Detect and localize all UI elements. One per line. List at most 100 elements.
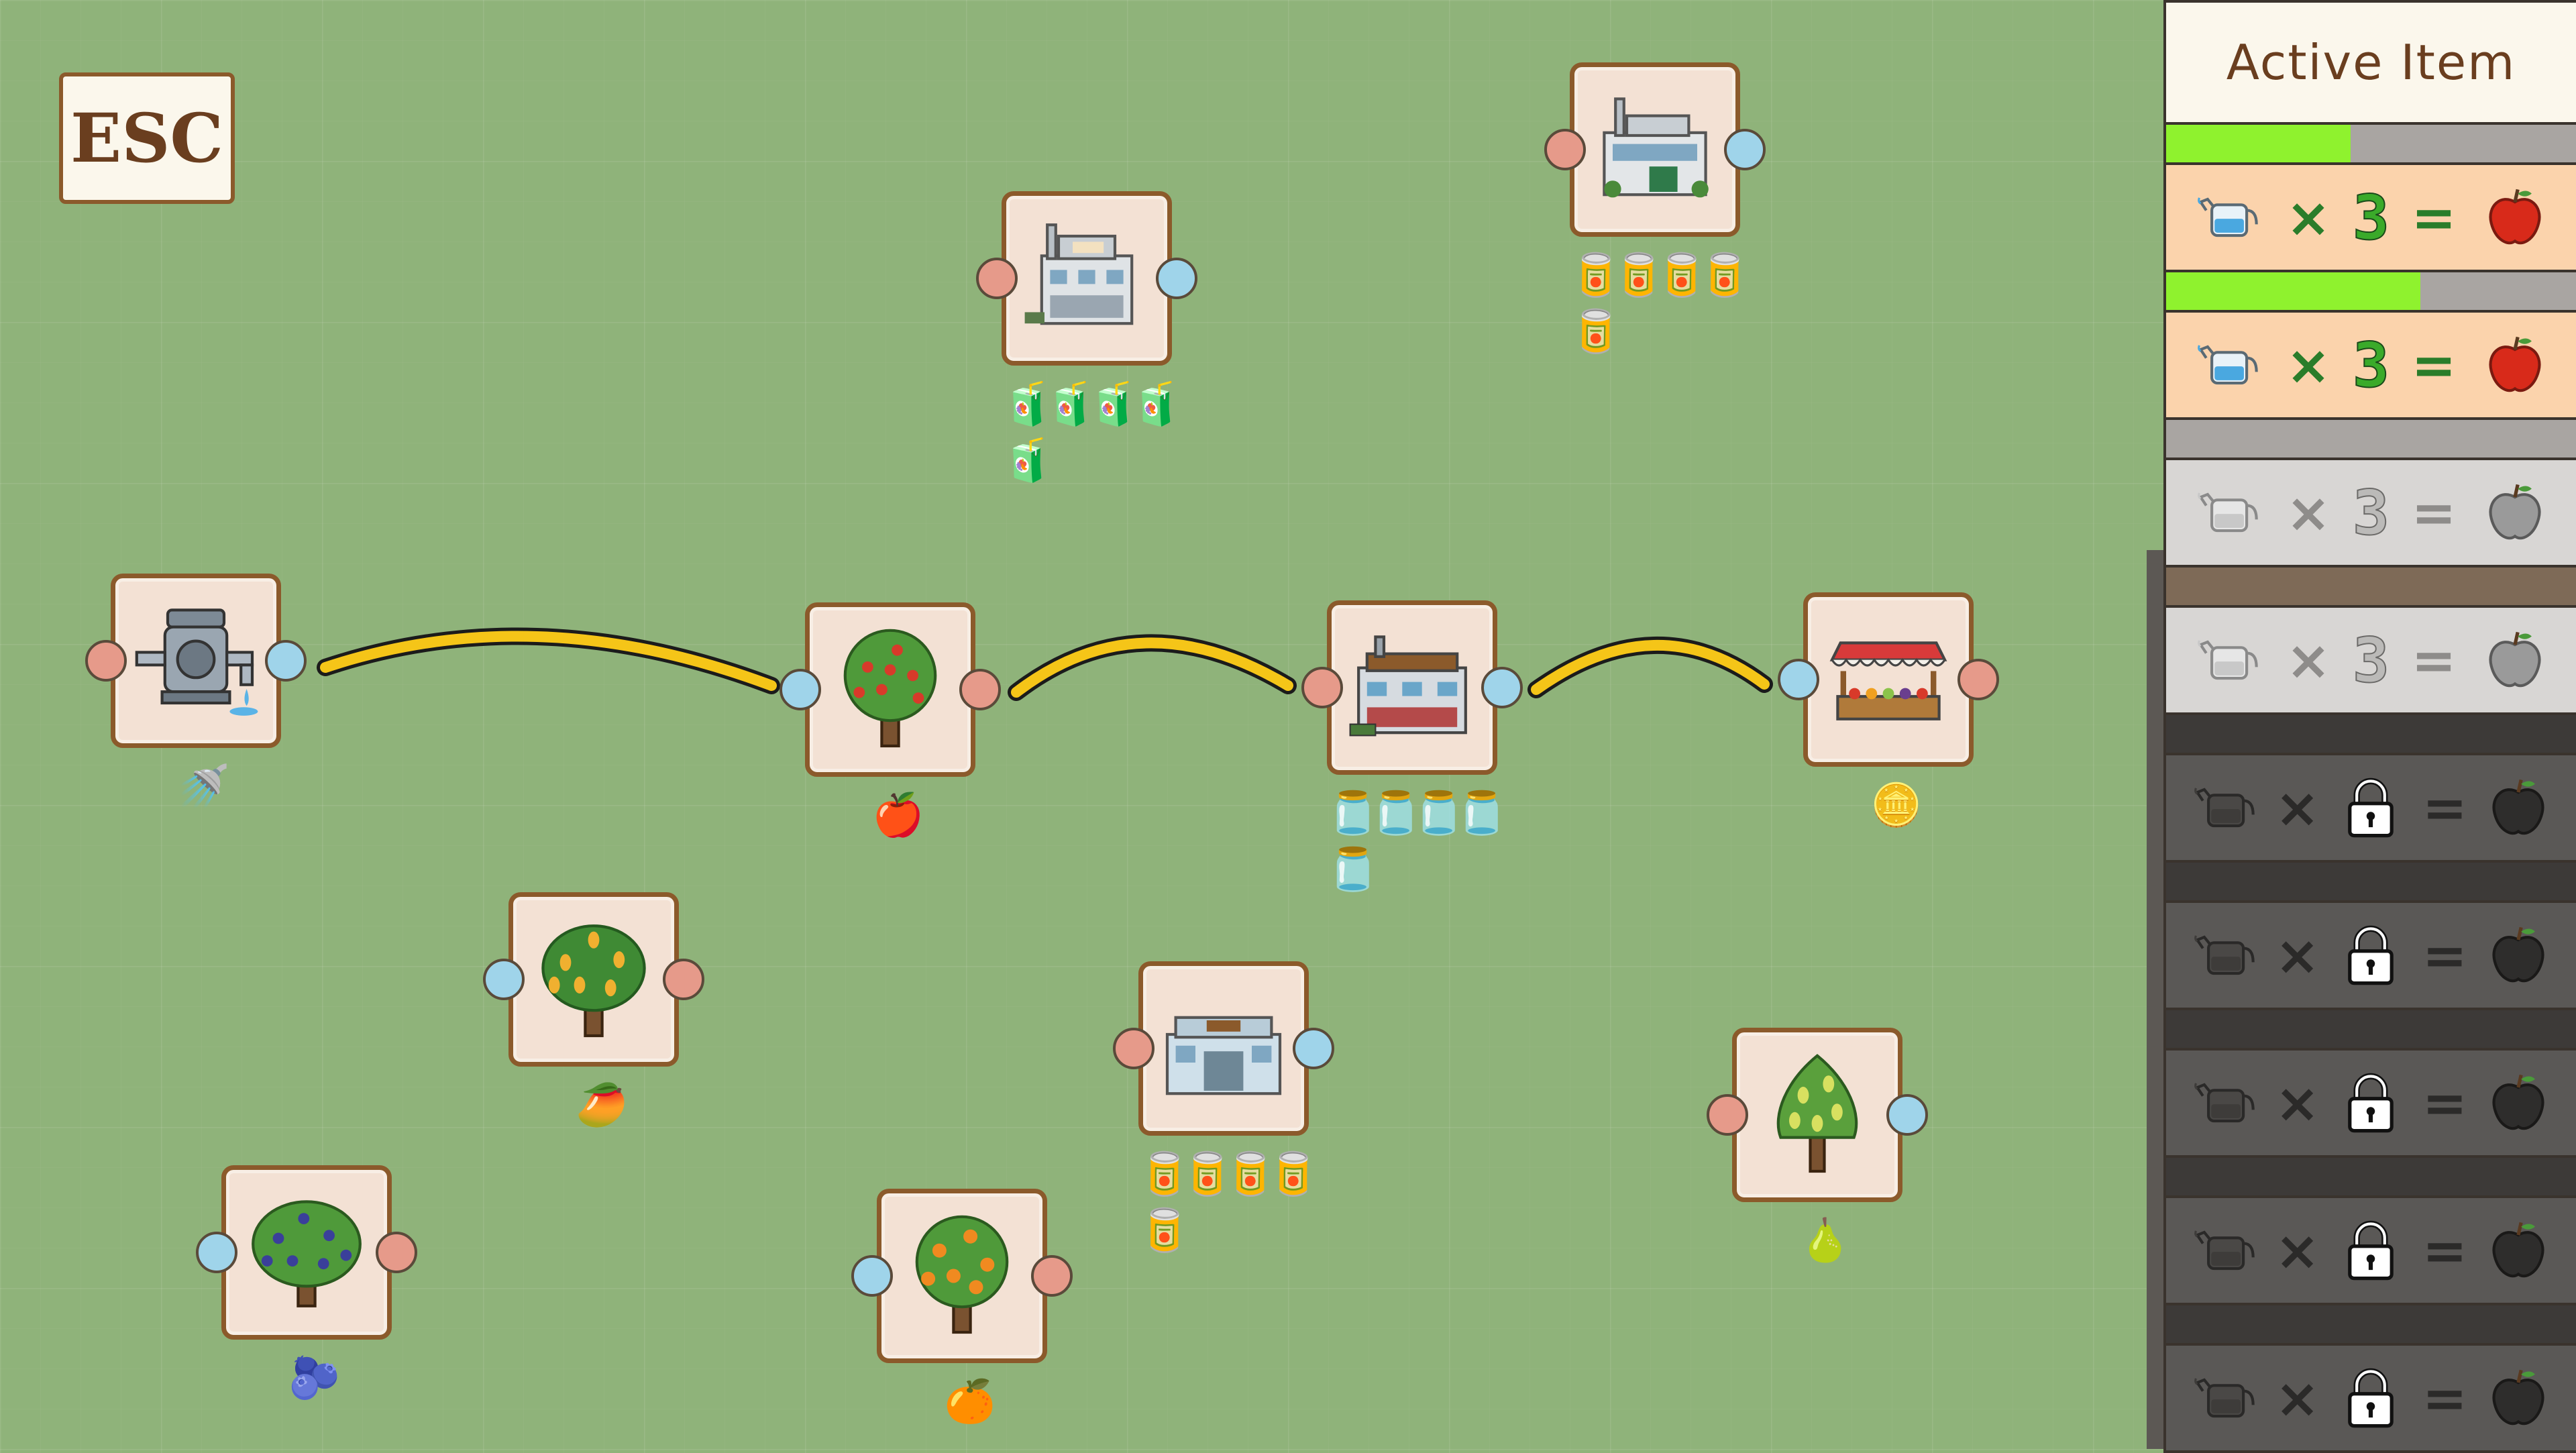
product-list: 🥭 bbox=[508, 1080, 679, 1130]
multiply-sign: × bbox=[2286, 481, 2331, 544]
blueberry-bush-icon bbox=[252, 1200, 362, 1307]
recipe-progress-bar bbox=[2166, 568, 2576, 608]
apple-icon: 🍎 bbox=[872, 790, 924, 839]
output-port[interactable] bbox=[1957, 659, 1999, 700]
recipe-row[interactable]: ×3= bbox=[2163, 125, 2576, 272]
equals-sign: = bbox=[2411, 629, 2457, 692]
product-list: 🫐 bbox=[221, 1353, 392, 1403]
link-jam-factory-to-market[interactable] bbox=[1527, 637, 1773, 698]
node-orange-tree[interactable]: 🍊 bbox=[851, 1189, 1073, 1425]
padlock-icon bbox=[2334, 771, 2408, 845]
padlock-icon bbox=[2334, 1361, 2408, 1435]
node-jam-factory[interactable]: 🫙 🫙 🫙 🫙 🫙 bbox=[1301, 600, 1523, 894]
recipe-row[interactable]: ×3= bbox=[2163, 272, 2576, 420]
input-port[interactable] bbox=[780, 669, 821, 710]
mango-tree-card[interactable] bbox=[508, 892, 679, 1067]
input-port[interactable] bbox=[1707, 1094, 1748, 1136]
output-port[interactable] bbox=[376, 1232, 417, 1273]
output-port[interactable] bbox=[663, 959, 704, 1000]
pear-icon: 🍐 bbox=[1799, 1216, 1851, 1264]
apple-icon bbox=[2478, 623, 2552, 697]
padlock-icon bbox=[2334, 1214, 2408, 1287]
input-port[interactable] bbox=[85, 640, 127, 682]
recipe-row[interactable]: ×3= bbox=[2163, 568, 2576, 715]
recipe-count: 3 bbox=[2352, 476, 2390, 549]
node-blueberry-bush[interactable]: 🫐 bbox=[196, 1165, 417, 1402]
equals-sign: = bbox=[2411, 333, 2457, 396]
recipe-progress-fill bbox=[2166, 272, 2420, 310]
node-market-stall[interactable]: 🪙 bbox=[1778, 592, 1999, 829]
input-port[interactable] bbox=[976, 258, 1018, 299]
node-apple-tree[interactable]: 🍎 bbox=[780, 602, 1001, 839]
input-port[interactable] bbox=[196, 1232, 237, 1273]
esc-button[interactable]: ESC bbox=[59, 72, 235, 204]
water-pump-card[interactable] bbox=[111, 574, 281, 748]
multiply-sign: × bbox=[2286, 186, 2331, 249]
node-cannery[interactable]: 🥫 🥫 🥫 🥫 🥫 bbox=[1113, 961, 1334, 1254]
node-snack-factory[interactable]: 🥫 🥫 🥫 🥫 🥫 bbox=[1544, 62, 1766, 356]
juice-factory-card[interactable] bbox=[1002, 191, 1172, 366]
link-apple-tree-to-jam-factory[interactable] bbox=[1008, 634, 1297, 701]
watering-can-icon bbox=[2187, 918, 2261, 992]
jam-factory-icon bbox=[1349, 635, 1467, 737]
sidebar-title: Active Item bbox=[2163, 0, 2576, 125]
equals-sign: = bbox=[2422, 1366, 2467, 1430]
node-water-pump[interactable]: 🚿 bbox=[85, 574, 307, 810]
snack-bag-icon: 🥫 bbox=[1570, 307, 1622, 356]
output-port[interactable] bbox=[1481, 667, 1523, 708]
input-port[interactable] bbox=[851, 1255, 893, 1297]
juice-bottle-icon: 🧃 bbox=[1002, 435, 1054, 484]
juice-bottle-icon: 🧃 bbox=[1130, 379, 1183, 428]
orange-tree-card[interactable] bbox=[877, 1189, 1047, 1363]
recipe-row: × = bbox=[2163, 1158, 2576, 1305]
juice-bottle-icon: 🧃 bbox=[1087, 379, 1140, 428]
output-port[interactable] bbox=[1031, 1255, 1073, 1297]
snack-factory-card[interactable] bbox=[1570, 62, 1740, 237]
output-port[interactable] bbox=[1156, 258, 1197, 299]
watering-can-icon bbox=[2187, 1214, 2261, 1287]
equals-sign: = bbox=[2422, 924, 2467, 987]
watering-can-icon bbox=[2190, 180, 2264, 254]
node-pear-tree[interactable]: 🍐 bbox=[1707, 1028, 1928, 1264]
node-mango-tree[interactable]: 🥭 bbox=[483, 892, 704, 1129]
input-port[interactable] bbox=[1778, 659, 1819, 700]
recipe-progress-bar bbox=[2166, 715, 2576, 755]
output-port[interactable] bbox=[1724, 129, 1766, 170]
cannery-card[interactable] bbox=[1138, 961, 1309, 1136]
output-port[interactable] bbox=[1293, 1028, 1334, 1069]
game-canvas[interactable]: ESC 🚿 bbox=[0, 0, 2163, 1449]
jam-jar-icon: 🫙 bbox=[1327, 788, 1379, 837]
recipe-row: × = bbox=[2163, 1305, 2576, 1453]
apple-icon bbox=[2478, 328, 2552, 402]
input-port[interactable] bbox=[483, 959, 525, 1000]
output-port[interactable] bbox=[1886, 1094, 1928, 1136]
recipe-progress-bar bbox=[2166, 1158, 2576, 1198]
jam-jar-icon: 🫙 bbox=[1327, 845, 1379, 894]
jam-jar-icon: 🫙 bbox=[1413, 788, 1465, 837]
recipe-row[interactable]: ×3= bbox=[2163, 420, 2576, 568]
water-pump-icon bbox=[135, 608, 258, 716]
multiply-sign: × bbox=[2275, 776, 2320, 839]
input-port[interactable] bbox=[1301, 667, 1343, 708]
input-port[interactable] bbox=[1544, 129, 1586, 170]
snack-bag-icon: 🥫 bbox=[1570, 250, 1622, 299]
market-stall-card[interactable] bbox=[1803, 592, 1974, 767]
input-port[interactable] bbox=[1113, 1028, 1155, 1069]
output-port[interactable] bbox=[959, 669, 1001, 710]
recipe-progress-bar bbox=[2166, 1305, 2576, 1346]
multiply-sign: × bbox=[2286, 333, 2331, 396]
apple-tree-card[interactable] bbox=[805, 602, 975, 777]
blueberry-bush-card[interactable] bbox=[221, 1165, 392, 1340]
snack-factory-icon bbox=[1603, 97, 1709, 198]
product-list: 🍎 bbox=[805, 790, 975, 840]
can-icon: 🥫 bbox=[1138, 1149, 1191, 1198]
link-pump-to-apple-tree[interactable] bbox=[317, 627, 780, 694]
jam-factory-card[interactable] bbox=[1327, 600, 1497, 775]
equals-sign: = bbox=[2422, 1071, 2467, 1134]
output-port[interactable] bbox=[265, 640, 307, 682]
node-juice-factory[interactable]: 🧃 🧃 🧃 🧃 🧃 bbox=[976, 191, 1197, 484]
recipe-count: 3 bbox=[2352, 181, 2390, 254]
market-stall-icon bbox=[1829, 641, 1947, 720]
can-icon: 🥫 bbox=[1267, 1149, 1320, 1198]
pear-tree-card[interactable] bbox=[1732, 1028, 1902, 1202]
